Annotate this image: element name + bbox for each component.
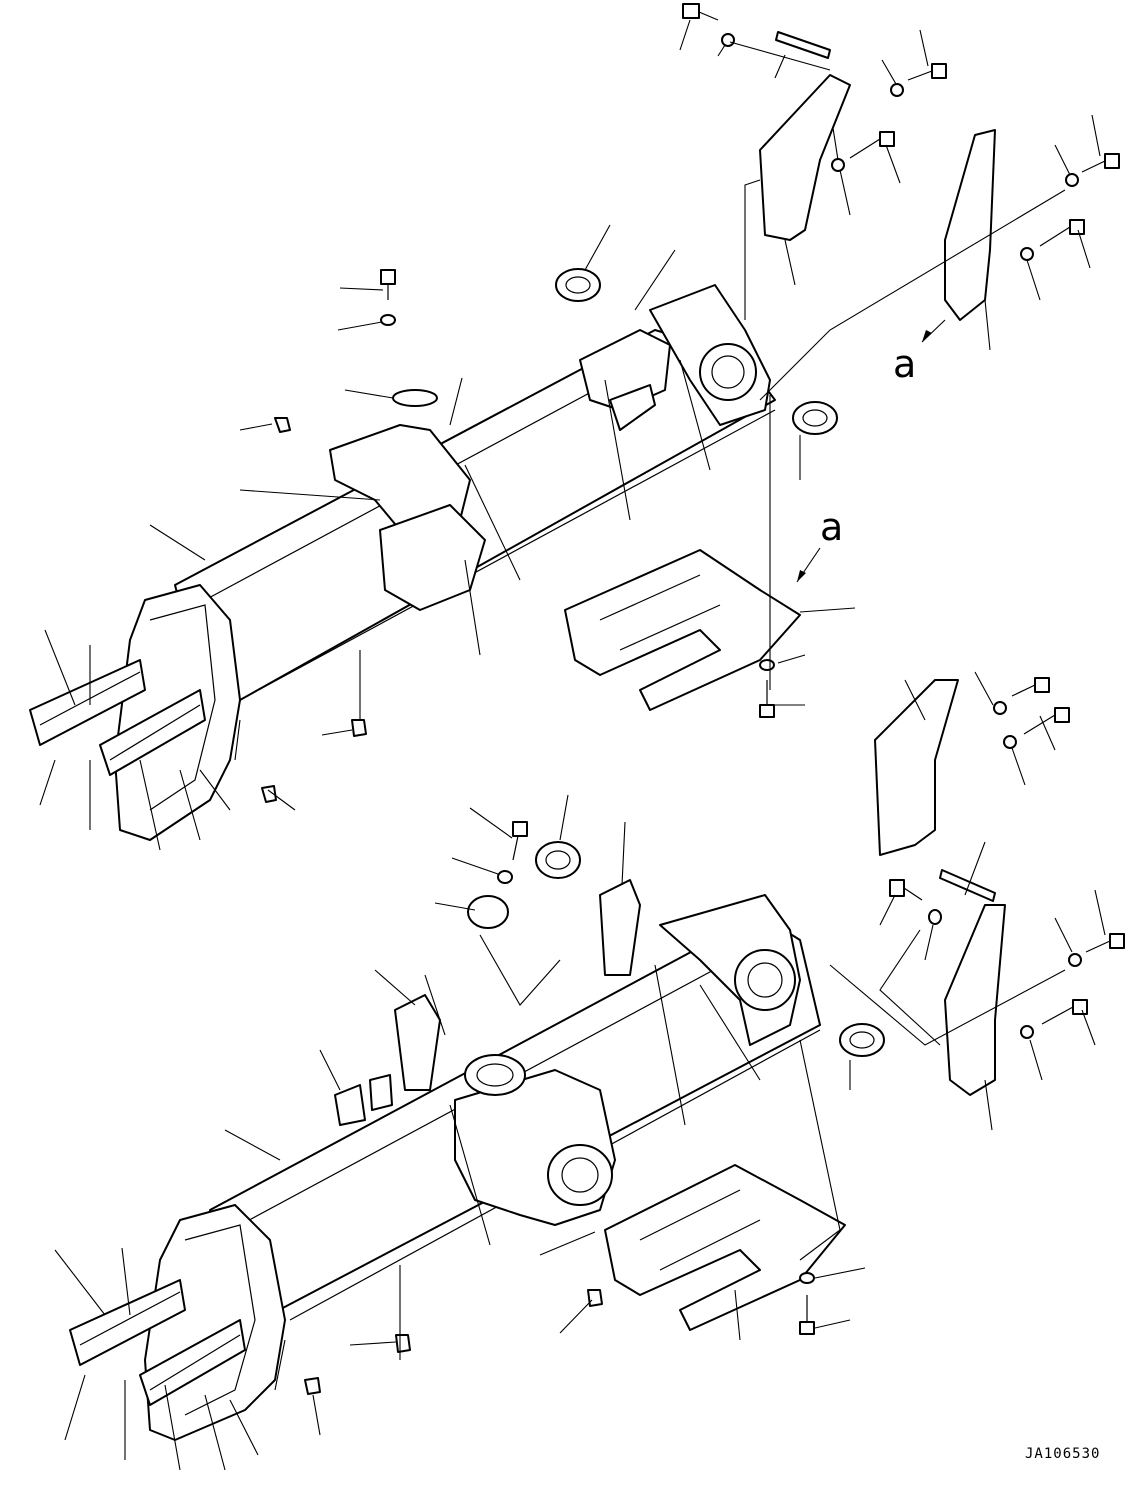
lower-lid-plate [467,895,509,929]
upper-leader-lines [39,19,1101,851]
upper-cover-plate [609,384,656,431]
upper-lid-plate [392,389,438,407]
lower-guard-plate-1 [874,679,959,856]
lower-plug-3 [304,1377,321,1395]
upper-guard-bracket [564,549,801,711]
lower-bolt-b [1023,707,1070,735]
lower-washer-a [993,701,1007,715]
lower-track-frame-assembly [69,821,885,1441]
upper-rail-block-right [99,689,206,776]
upper-washer-e [1020,247,1034,261]
lower-small-bracket [334,1074,393,1126]
lower-bushing-right [839,1023,885,1057]
lower-bolt-d [1085,933,1125,953]
lower-shim-strip [939,869,996,902]
upper-right-hardware [682,3,1120,321]
lower-washer-e [1020,1025,1034,1039]
lower-bolt-top [512,821,528,861]
upper-bolt-d [1081,153,1120,173]
upper-shim-strip [775,31,831,59]
upper-rail-block-left [29,659,146,746]
upper-washer-a [721,33,735,47]
callout-label-lower: a [820,505,844,549]
lower-bracket-front [394,994,441,1091]
lower-plug-2 [395,1334,411,1353]
lower-guard-bracket [604,1164,846,1331]
upper-bolt-top [380,269,396,300]
lower-washer-c [928,909,942,925]
upper-plug-3 [261,785,277,803]
lower-bolt-bottom [799,1295,815,1335]
lower-leader-lines [54,671,1106,1471]
lower-bolt-e [1041,999,1088,1025]
upper-guard-plate-2 [944,129,996,321]
upper-track-frame-assembly [29,268,838,841]
callout-label-upper: a [893,342,917,386]
lower-mount-ring [464,1054,526,1096]
upper-guard-plate-1 [759,74,851,241]
upper-washer-top [380,314,396,326]
upper-washer-c [831,158,845,172]
upper-plug-2 [351,719,367,737]
drawing-code: JA106530 [1025,1446,1101,1462]
upper-bolt-e [1039,219,1085,247]
upper-bushing-right [792,401,838,435]
lower-rail-block-left [69,1279,186,1366]
lower-bolt-a [1011,677,1050,697]
lower-washer-b [1003,735,1017,749]
lower-bushing-top [535,841,581,879]
lower-bracket-rear [599,879,641,976]
upper-bolt-c [849,131,895,159]
lower-rail-block-right [139,1319,246,1406]
lower-front-housing [144,1204,286,1441]
upper-bushing-top [555,268,601,302]
lower-guard-plate-2 [944,904,1006,1096]
upper-bolt-bottom [759,680,775,718]
lower-plug-1 [587,1289,603,1307]
lower-washer-bottom [799,1272,815,1284]
upper-washer-d [1065,173,1079,187]
upper-plug-1 [274,417,291,433]
lower-bolt-c [889,879,923,901]
upper-bolt-b [907,63,947,81]
lower-washer-top [497,870,513,884]
lower-right-hardware [874,677,1125,1096]
upper-washer-b [890,83,904,97]
upper-bolt-a [682,3,719,21]
lower-washer-d [1068,953,1082,967]
upper-washer-bottom [759,659,775,671]
